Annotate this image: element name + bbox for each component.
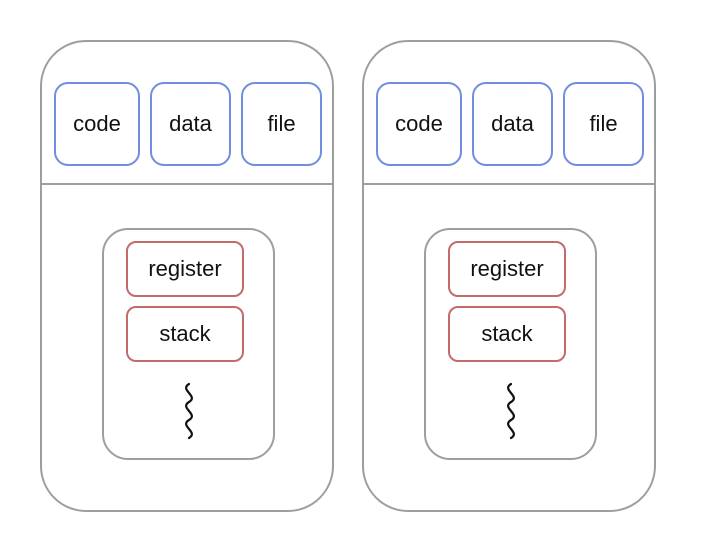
register-label: register (470, 256, 544, 281)
process-box-1: code data file register stack (40, 40, 334, 512)
register-box: register (126, 241, 244, 297)
register-label: register (148, 256, 222, 281)
resource-data-label: data (169, 111, 212, 136)
resource-code-box: code (54, 82, 140, 166)
stack-label: stack (159, 321, 211, 346)
resource-data-box: data (150, 82, 231, 166)
stack-box: stack (448, 306, 566, 362)
squiggle-icon (185, 382, 193, 440)
thread-box: register stack (102, 228, 275, 460)
stack-box: stack (126, 306, 244, 362)
resource-file-box: file (563, 82, 644, 166)
process-box-2: code data file register stack (362, 40, 656, 512)
resource-code-label: code (395, 111, 443, 136)
resource-data-box: data (472, 82, 553, 166)
resource-data-label: data (491, 111, 534, 136)
resource-file-box: file (241, 82, 322, 166)
thread-box: register stack (424, 228, 597, 460)
register-box: register (448, 241, 566, 297)
resource-file-label: file (589, 111, 618, 136)
resource-code-label: code (73, 111, 121, 136)
stack-label: stack (481, 321, 533, 346)
squiggle-icon (507, 382, 515, 440)
resource-file-label: file (267, 111, 296, 136)
resource-code-box: code (376, 82, 462, 166)
process-divider (40, 183, 334, 185)
process-divider (362, 183, 656, 185)
